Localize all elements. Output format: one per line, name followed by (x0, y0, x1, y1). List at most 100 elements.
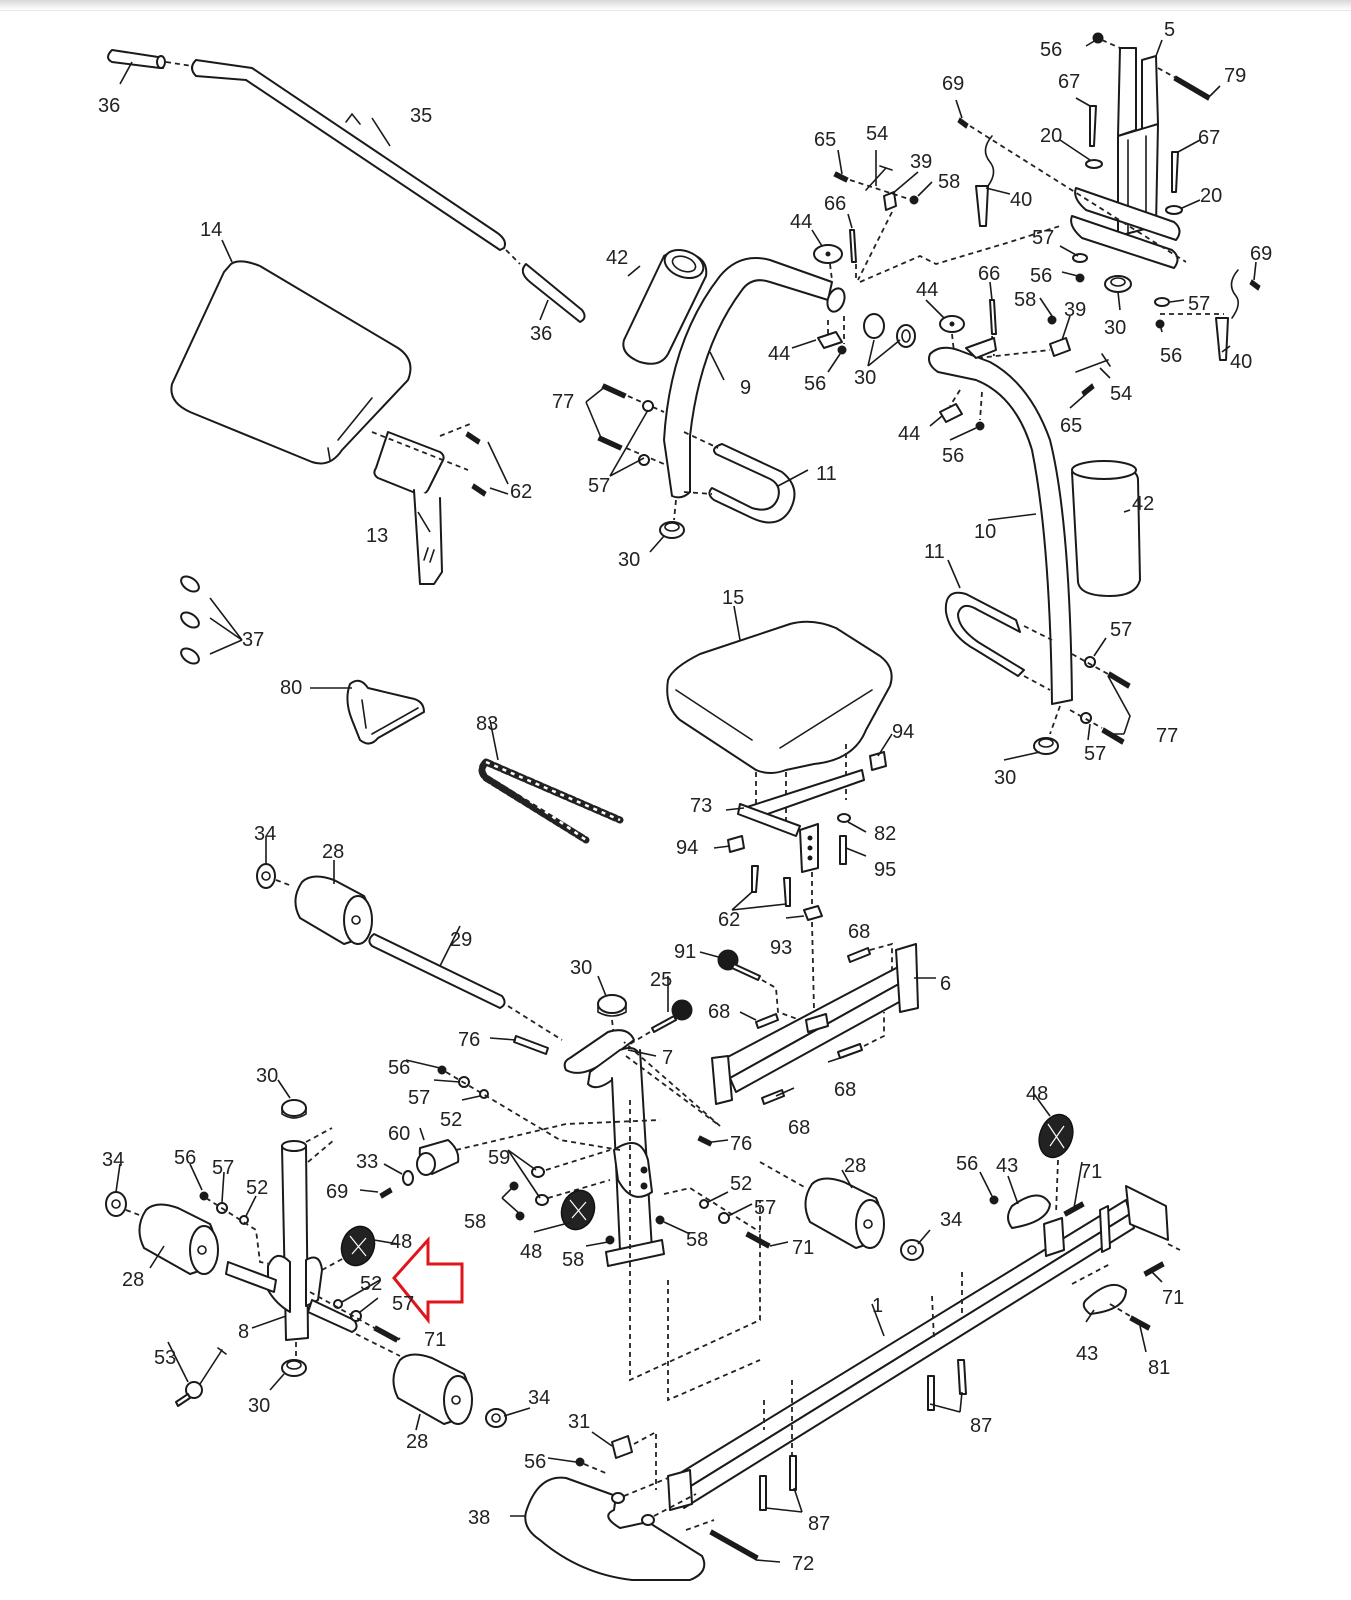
label-58: 58 (938, 171, 960, 193)
part-87-bolt-b (759, 1455, 797, 1511)
part-67-bolt-a (1089, 105, 1097, 147)
part-66-bolt-a (849, 229, 857, 263)
part-42-foam-roller-a (622, 248, 708, 365)
label-28: 28 (406, 1431, 428, 1453)
label-57: 57 (588, 475, 610, 497)
label-56: 56 (1040, 39, 1062, 61)
label-68: 68 (834, 1079, 856, 1101)
part-6-crossbar (711, 943, 919, 1105)
label-66: 66 (824, 193, 846, 215)
part-31-end-cap (611, 1435, 633, 1459)
label-31: 31 (568, 1411, 590, 1433)
part-57-washer-c (1154, 297, 1170, 307)
part-58-nut-b (1047, 315, 1057, 325)
label-34: 34 (940, 1209, 962, 1231)
label-44: 44 (790, 211, 812, 233)
highlight-arrow-icon (392, 1236, 464, 1325)
part-14-back-pad (170, 260, 412, 465)
label-71: 71 (1080, 1161, 1102, 1183)
label-59: 59 (488, 1147, 510, 1169)
part-35-handlebar (191, 59, 506, 251)
part-30-end-cap-d (1033, 737, 1059, 755)
label-76: 76 (730, 1133, 752, 1155)
label-68: 68 (708, 1001, 730, 1023)
part-20-washer-a (1085, 159, 1103, 169)
part-30-end-cap-f (281, 1099, 307, 1119)
label-43: 43 (1076, 1343, 1098, 1365)
part-58-nut-e (655, 1215, 665, 1225)
part-15-seat-pad (666, 620, 893, 774)
label-57: 57 (1084, 743, 1106, 765)
part-30-end-cap-b (863, 313, 916, 348)
label-30: 30 (256, 1065, 278, 1087)
label-62: 62 (510, 481, 532, 503)
label-58: 58 (562, 1249, 584, 1271)
label-30: 30 (248, 1395, 270, 1417)
part-34-cap-b (105, 1191, 127, 1217)
label-11: 11 (816, 463, 837, 485)
label-57: 57 (1032, 227, 1054, 249)
label-58: 58 (1014, 289, 1036, 311)
part-30-end-cap-e (597, 994, 627, 1017)
part-53-pop-pin (175, 1347, 227, 1407)
part-20-washer-b (1165, 205, 1183, 215)
label-87: 87 (808, 1513, 830, 1535)
part-71-bolt-a (745, 1231, 771, 1249)
part-68-bolt-a (847, 947, 871, 963)
part-72-bolt (709, 1529, 759, 1561)
part-83-chain (478, 758, 624, 844)
part-11-u-bar-b (944, 591, 1025, 677)
part-48-pulley-b (340, 1225, 376, 1267)
label-82: 82 (874, 823, 896, 845)
part-60-bumper (416, 1139, 460, 1176)
part-81-bolt (1129, 1315, 1151, 1331)
part-77-bolt-b (1101, 671, 1131, 745)
label-28: 28 (322, 841, 344, 863)
label-30: 30 (1104, 317, 1126, 339)
label-44: 44 (898, 423, 920, 445)
label-20: 20 (1200, 185, 1222, 207)
part-59-spacer (531, 1166, 549, 1206)
part-77-bolt-a (597, 383, 627, 451)
part-36-grip-left (107, 49, 166, 69)
part-94-end-cap-b (727, 835, 745, 853)
part-38-foot-plate (524, 1476, 706, 1581)
part-54-spring-pin-b (1075, 353, 1111, 373)
part-66-bolt-b (989, 299, 997, 335)
label-34: 34 (528, 1387, 550, 1409)
label-1: 1 (872, 1295, 883, 1317)
part-5-plates (1070, 187, 1181, 269)
label-9: 9 (740, 377, 751, 399)
label-66: 66 (978, 263, 1000, 285)
part-65-pin-b (1081, 383, 1095, 397)
part-62-bolt-b (751, 865, 791, 907)
label-29: 29 (450, 929, 472, 951)
part-57-washer-d (1084, 656, 1096, 668)
label-77: 77 (552, 391, 574, 413)
part-25-knob (651, 999, 693, 1033)
part-11-u-bar-a (708, 443, 796, 524)
part-79-bolt (1173, 75, 1211, 101)
label-28: 28 (844, 1155, 866, 1177)
leader-lines (115, 39, 1257, 1563)
label-71: 71 (792, 1237, 814, 1259)
label-38: 38 (468, 1507, 490, 1529)
part-76-bolt-a (513, 1035, 549, 1055)
label-53: 53 (154, 1347, 176, 1369)
label-52: 52 (730, 1173, 752, 1195)
part-43-guard-b (1082, 1283, 1127, 1315)
label-73: 73 (690, 795, 712, 817)
label-72: 72 (792, 1553, 814, 1575)
label-28: 28 (122, 1269, 144, 1291)
part-40-pop-pin-a (975, 135, 995, 227)
part-71-bolt-b (373, 1325, 399, 1343)
label-94: 94 (892, 721, 914, 743)
part-39-bracket-b (1049, 337, 1071, 357)
part-71-bolt-d (1143, 1261, 1165, 1277)
label-56: 56 (956, 1153, 978, 1175)
label-69: 69 (326, 1181, 348, 1203)
part-48-pulley-c (1038, 1113, 1074, 1159)
label-93: 93 (770, 937, 792, 959)
part-69-screw-a (957, 117, 969, 129)
